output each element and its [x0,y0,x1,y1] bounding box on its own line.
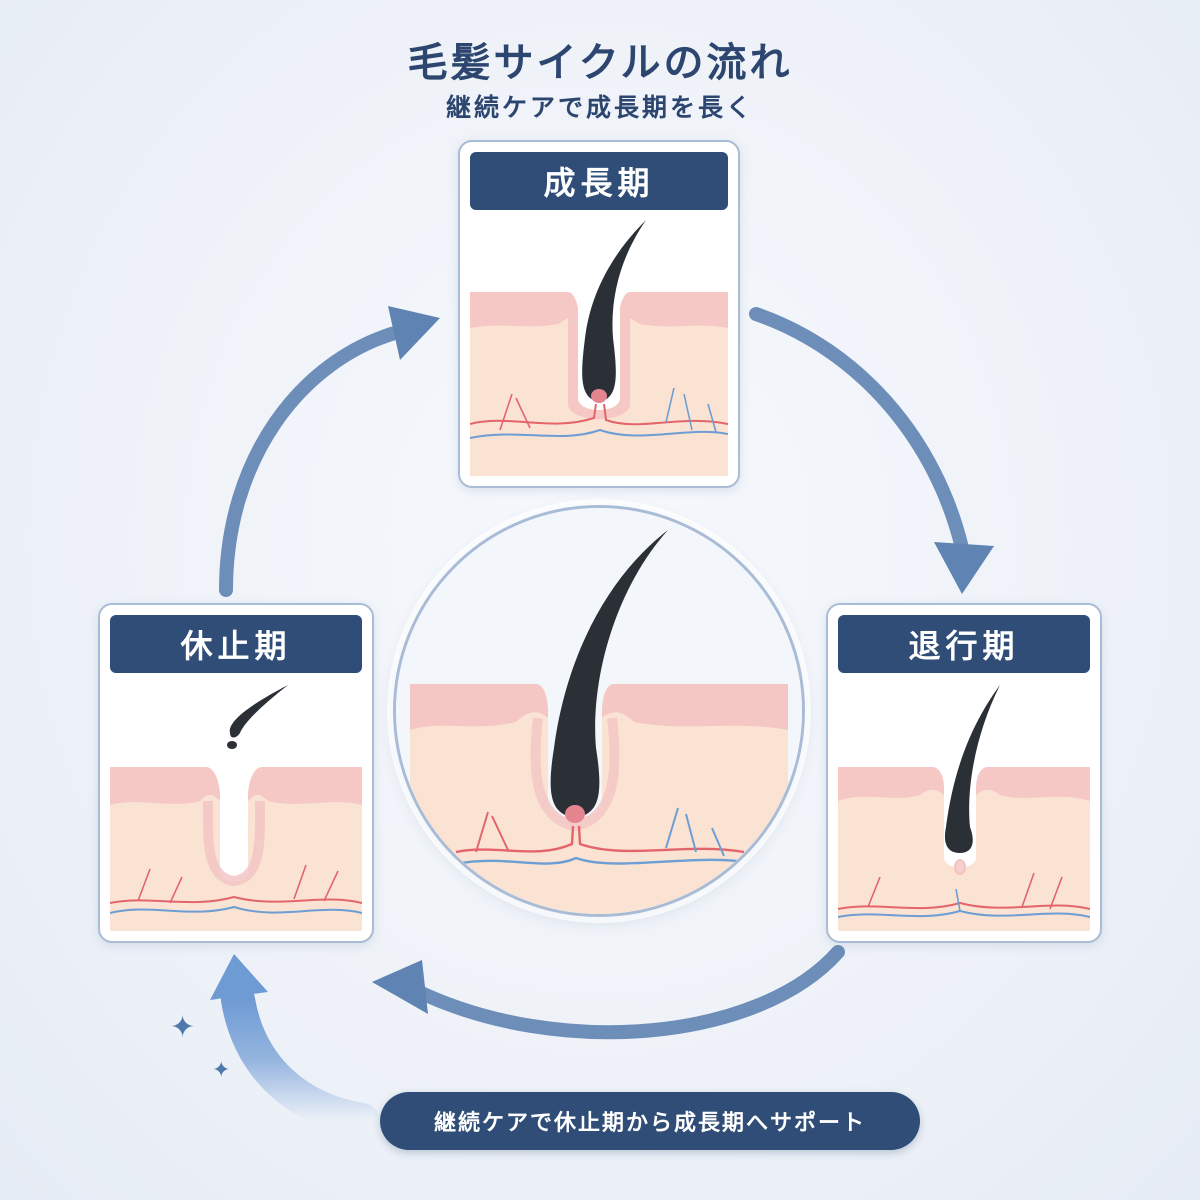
sparkle-icon: ✦ [170,1010,196,1045]
arrow-growth-to-regression [749,307,969,555]
stage-label-growth: 成長期 [470,152,728,210]
stage-card-growth: 成長期 [458,140,740,488]
stage-label-resting: 休止期 [110,615,362,673]
sparkle-icon-small: ✦ [212,1058,231,1083]
support-arrow [221,983,379,1137]
growth-hair-illustration [470,218,728,476]
stage-label-regression: 退行期 [838,615,1090,673]
regression-hair-illustration [838,681,1090,931]
arrowhead-regression-icon [934,542,994,594]
arrowhead-growth-icon [388,306,440,360]
support-arrowhead-icon [210,954,268,1000]
closeup-hair-illustration [396,508,802,914]
center-closeup-circle [393,505,805,917]
support-message-pill: 継続ケアで休止期から成長期へサポート [380,1092,920,1150]
stage-card-regression: 退行期 [826,603,1102,943]
resting-hair-illustration [110,681,362,931]
stage-card-resting: 休止期 [98,603,374,943]
arrowhead-resting-icon [372,960,428,1014]
page-title: 毛髪サイクルの流れ [407,40,793,86]
arrow-resting-to-growth [219,325,405,597]
arrow-regression-to-resting [408,945,845,1040]
page-subtitle: 継続ケアで成長期を長く [445,93,754,122]
